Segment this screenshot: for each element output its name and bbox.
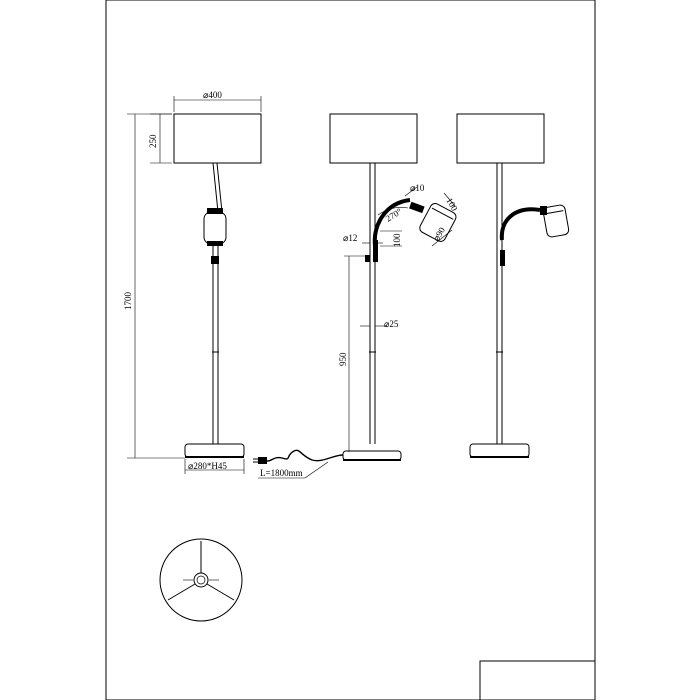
- dim-cable-length: L=1800mm: [260, 468, 303, 478]
- base: [184, 443, 245, 458]
- lamp-shade: [173, 113, 262, 164]
- dim-shade-height: 250: [148, 134, 158, 148]
- base-2: [342, 450, 402, 461]
- view-front: ⌀400 250 1700 ⌀280*H45: [123, 90, 262, 474]
- dim-pole-diameter: ⌀25: [384, 319, 399, 329]
- view-base-plan: [159, 538, 243, 622]
- dim-total-height: 1700: [123, 292, 133, 311]
- dim-switch-offset: 100: [392, 233, 402, 247]
- dim-pole-top-diameter: ⌀12: [343, 233, 357, 243]
- power-plug: [258, 457, 267, 464]
- dim-arm-diameter: ⌀10: [410, 183, 425, 193]
- dim-shade-diameter: ⌀400: [203, 90, 222, 100]
- reading-head-3: [542, 204, 570, 238]
- dim-head-length: 100: [444, 196, 460, 213]
- reading-head: [419, 203, 457, 242]
- dim-arm-height: 950: [338, 352, 348, 366]
- lamp-shade-2: [329, 113, 418, 164]
- canister-body: [203, 211, 227, 245]
- power-cable: [265, 449, 344, 462]
- view-side: ⌀10 270° 100 ⌀90 ⌀12 100 ⌀25 950: [253, 113, 460, 479]
- flex-arm-3: [499, 207, 541, 241]
- dim-head-diameter: ⌀90: [431, 225, 447, 243]
- dim-base: ⌀280*H45: [188, 461, 227, 471]
- view-side-simple: [456, 113, 570, 458]
- sheet-border: [105, 0, 596, 700]
- switch: [211, 256, 219, 264]
- base-3: [469, 443, 530, 458]
- lamp-shade-3: [456, 113, 545, 164]
- base-outline: [159, 538, 243, 622]
- title-block: [479, 660, 596, 700]
